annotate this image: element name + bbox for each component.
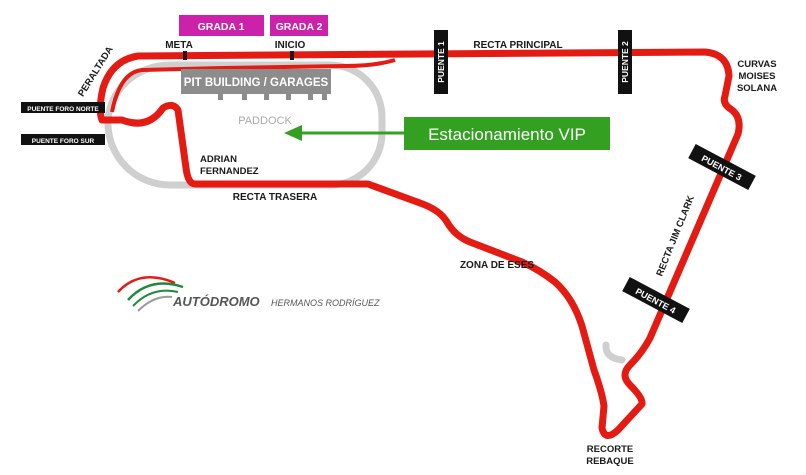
- svg-text:FERNANDEZ: FERNANDEZ: [200, 166, 259, 177]
- pit-building: PIT BUILDING / GARAGES: [181, 69, 331, 100]
- logo-subtitle: HERMANOS RODRÍGUEZ: [271, 298, 380, 308]
- race-track: [96, 48, 743, 439]
- vip-parking-pointer: [284, 125, 404, 141]
- svg-text:RECORTE: RECORTE: [587, 444, 633, 455]
- svg-text:PUENTE 2: PUENTE 2: [620, 41, 630, 83]
- logo-swoosh-green-1: [127, 282, 184, 301]
- vip-parking-callout: Estacionamiento VIP: [404, 117, 610, 150]
- svg-text:REBAQUE: REBAQUE: [586, 456, 634, 467]
- label-adrian-fernandez: ADRIAN FERNANDEZ: [200, 154, 259, 177]
- grandstand-label: GRADA 1: [198, 21, 245, 33]
- label-recta-trasera: RECTA TRASERA: [233, 192, 317, 203]
- vip-parking-label: Estacionamiento VIP: [428, 125, 586, 144]
- grandstand-grada-2: GRADA 2: [270, 15, 328, 36]
- svg-text:SOLANA: SOLANA: [737, 83, 777, 94]
- bridge-puente-3: PUENTE 3: [688, 143, 756, 191]
- bridge-puente-foro-norte: PUENTE FORO NORTE: [21, 102, 105, 113]
- pit-building-label: PIT BUILDING / GARAGES: [184, 77, 329, 89]
- bridge-puente-foro-sur: PUENTE FORO SUR: [21, 134, 105, 145]
- track-spur: [602, 341, 626, 364]
- logo-swoosh-green-2: [132, 289, 179, 307]
- svg-text:PUENTE 1: PUENTE 1: [436, 41, 446, 83]
- grandstand-label: GRADA 2: [276, 21, 323, 33]
- start-marker: [290, 51, 294, 60]
- svg-text:PUENTE FORO SUR: PUENTE FORO SUR: [32, 138, 95, 145]
- bridge-puente-1: PUENTE 1: [434, 30, 448, 94]
- pit-lane: [110, 58, 396, 113]
- svg-text:MOISES: MOISES: [739, 71, 776, 82]
- label-recorte-rebaque: RECORTE REBAQUE: [586, 444, 634, 467]
- logo-swoosh-red: [117, 276, 176, 293]
- logo-swoosh-grey: [137, 295, 173, 312]
- bridge-puente-2: PUENTE 2: [618, 30, 632, 94]
- label-curvas-moises-solana: CURVAS MOISES SOLANA: [737, 59, 777, 94]
- svg-text:CURVAS: CURVAS: [737, 59, 776, 70]
- grandstand-grada-1: GRADA 1: [179, 15, 264, 36]
- svg-text:ADRIAN: ADRIAN: [200, 154, 237, 165]
- label-inicio: INICIO: [275, 40, 306, 51]
- autodromo-logo: AUTÓDROMO HERMANOS RODRÍGUEZ: [117, 276, 380, 312]
- label-meta: META: [165, 40, 193, 51]
- svg-text:PUENTE FORO NORTE: PUENTE FORO NORTE: [27, 106, 99, 113]
- label-zona-de-eses: ZONA DE ESES: [460, 260, 534, 271]
- label-recta-principal: RECTA PRINCIPAL: [473, 40, 562, 51]
- logo-name: AUTÓDROMO: [172, 294, 260, 309]
- paddock-label: PADDOCK: [238, 115, 292, 127]
- finish-marker: [183, 51, 187, 60]
